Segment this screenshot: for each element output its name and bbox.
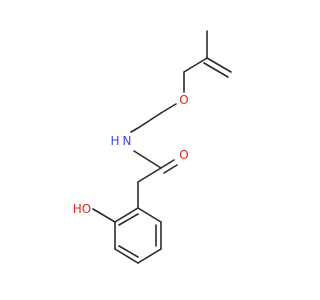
bond-ring-oh (92, 208, 116, 223)
bond-o-ch2 (160, 103, 177, 114)
bond-co-double-a (160, 159, 175, 169)
bond-ring-4 (114, 248, 139, 264)
bond-ring-1 (137, 207, 162, 223)
amide-nitrogen-label: N (123, 134, 132, 148)
bond-ch2-n (130, 127, 139, 133)
bond-co-double-b (163, 164, 178, 174)
hydroxyl-label: HO (73, 202, 91, 216)
carbonyl-oxygen-label: O (179, 148, 188, 162)
amide-hydrogen-label: H (110, 134, 119, 148)
molecule-structure-diagram: O N H O HO (73, 30, 232, 264)
bond-ring-4-inner (118, 245, 139, 258)
bond-alkene-double-b (203, 62, 229, 78)
bond-ring-6-inner (118, 213, 139, 226)
bond-lines (92, 30, 232, 264)
bond-c-ch2 (183, 57, 208, 73)
bond-ring-6 (114, 207, 139, 223)
bond-alkene-double-a (206, 57, 232, 73)
bond-n-carbonyl (133, 150, 162, 169)
bond-carbonyl-ch2 (137, 167, 162, 183)
atom-labels: O N H O HO (73, 93, 189, 216)
bond-ring-3 (137, 248, 162, 264)
ether-oxygen-label: O (179, 93, 188, 107)
bond-ch2-ch2 (137, 112, 162, 129)
